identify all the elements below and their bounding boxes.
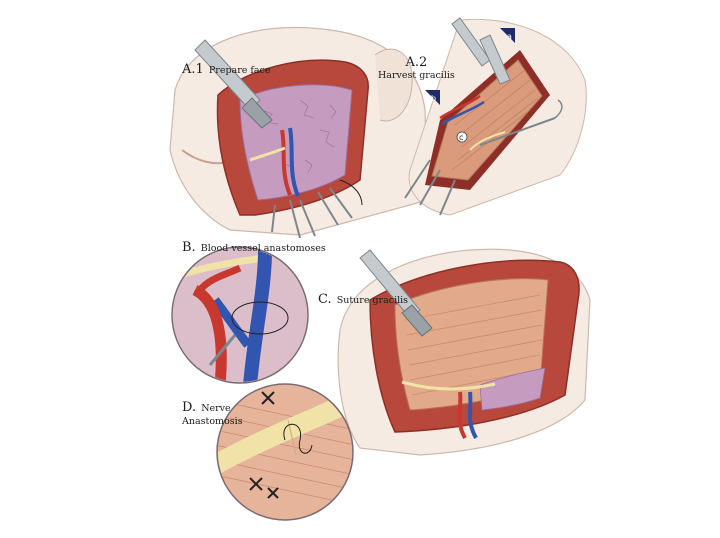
label-b-letter: B. (182, 240, 196, 255)
artery-a1 (280, 129, 292, 196)
retractor-a2 (451, 17, 511, 85)
panel-b-vessel-anastomoses (171, 246, 309, 384)
fat-texture-a1 (261, 99, 337, 174)
suture-loop-b (231, 301, 289, 335)
marker-b-badge: b (425, 90, 440, 105)
label-a2-text: Harvest gracilis (378, 70, 455, 81)
suture-loop-d (283, 423, 313, 454)
recipient-artery-b (192, 285, 227, 382)
ear-a1 (374, 48, 413, 122)
label-d-text: Nerve (201, 403, 231, 414)
forceps-a1 (271, 179, 363, 239)
pedicle-a2 (439, 95, 481, 120)
label-d-letter: D. (182, 400, 197, 415)
exposed-tissue-c (479, 367, 546, 411)
donor-artery-b (197, 264, 242, 293)
marker-b: b (431, 94, 436, 103)
exposed-tissue-a1 (239, 84, 353, 201)
vein-c (468, 391, 478, 439)
panel-c-suture-gracilis (337, 248, 591, 456)
needle-holder-b (208, 334, 237, 366)
panel-a1-prepare-face (169, 26, 429, 239)
nerve-junction-d (287, 419, 297, 456)
label-d: D. Nerve Anastomosis (182, 398, 243, 427)
stitches-d (249, 391, 279, 499)
donor-vein-b (211, 297, 252, 348)
recipient-vein-b (243, 249, 272, 382)
panel-a2-harvest-gracilis: a b c (404, 17, 587, 216)
marker-c-badge: c (456, 131, 468, 143)
label-b: B. Blood vessel anastomoses (182, 238, 326, 254)
panel-d-nerve-anastomosis (216, 383, 354, 521)
marker-a: a (507, 32, 512, 41)
retractor-c (359, 249, 433, 337)
gracilis-muscle-a2 (431, 59, 543, 181)
label-b-text: Blood vessel anastomoses (200, 243, 326, 254)
label-c: C. Suture gracilis (318, 290, 408, 306)
marker-a-badge: a (500, 28, 515, 43)
nerve-a1 (249, 146, 286, 162)
label-a1-letter: A.1 (182, 62, 204, 77)
label-d-text2: Anastomosis (182, 416, 243, 427)
nerve-a2 (469, 131, 506, 151)
label-c-text: Suture gracilis (336, 295, 409, 306)
artery-c (457, 391, 467, 439)
instrument-a2 (404, 99, 563, 216)
label-c-letter: C. (318, 292, 332, 307)
label-a1: A.1 Prepare face (182, 60, 271, 76)
label-a2-letter: A.2 (405, 55, 428, 70)
retractor-a1 (194, 39, 273, 129)
marker-c: c (459, 133, 463, 142)
label-a2: A.2 Harvest gracilis (378, 56, 455, 81)
vein-a1 (288, 127, 300, 197)
label-a1-text: Prepare face (208, 65, 271, 76)
nerve-c (401, 380, 496, 391)
pedicle-vein-a2 (441, 100, 485, 126)
